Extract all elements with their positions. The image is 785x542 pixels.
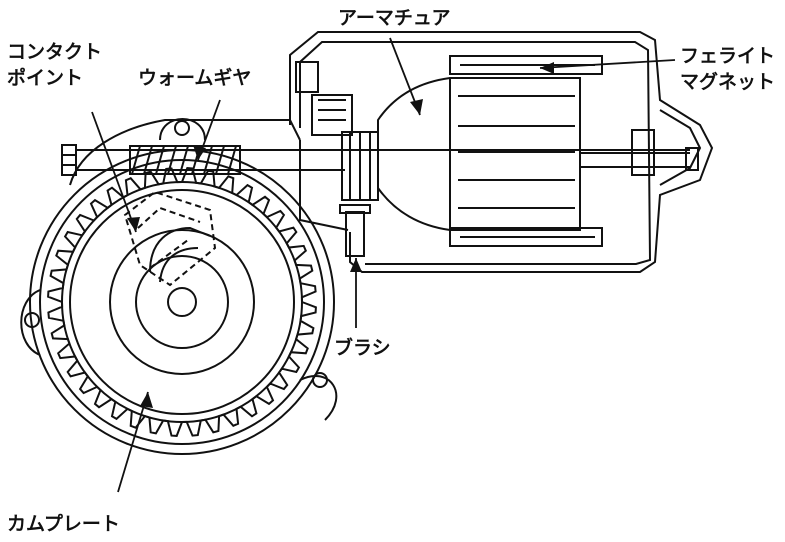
- leader-cam-plate: [117, 391, 149, 493]
- worm-wheel-gear: [47, 167, 317, 437]
- gear-housing: [20, 118, 338, 455]
- gear-teeth: [47, 167, 317, 437]
- cam-plate: [109, 226, 255, 375]
- leader-ferrite-magnet: [539, 59, 676, 69]
- label-armature: アーマチュア: [338, 7, 451, 29]
- label-contact-point-line2: ポイント: [7, 67, 84, 89]
- contact-point: [123, 190, 217, 287]
- brush: [339, 204, 371, 257]
- armature: [377, 77, 581, 231]
- label-cam-plate: カムプレート: [7, 513, 120, 535]
- label-ferrite-magnet-line2: マグネット: [680, 71, 776, 93]
- label-worm-gear: ウォームギヤ: [138, 67, 252, 89]
- ferrite-magnet: [449, 55, 603, 247]
- label-ferrite-magnet-line1: フェライト: [680, 45, 776, 67]
- leader-lines: [91, 37, 676, 493]
- leader-arrowheads: [127, 62, 554, 408]
- commutator: [341, 131, 379, 201]
- leader-contact-point: [91, 111, 137, 233]
- label-brush: ブラシ: [334, 337, 391, 359]
- label-contact-point-line1: コンタクト: [7, 41, 103, 63]
- motor-housing: [289, 31, 714, 273]
